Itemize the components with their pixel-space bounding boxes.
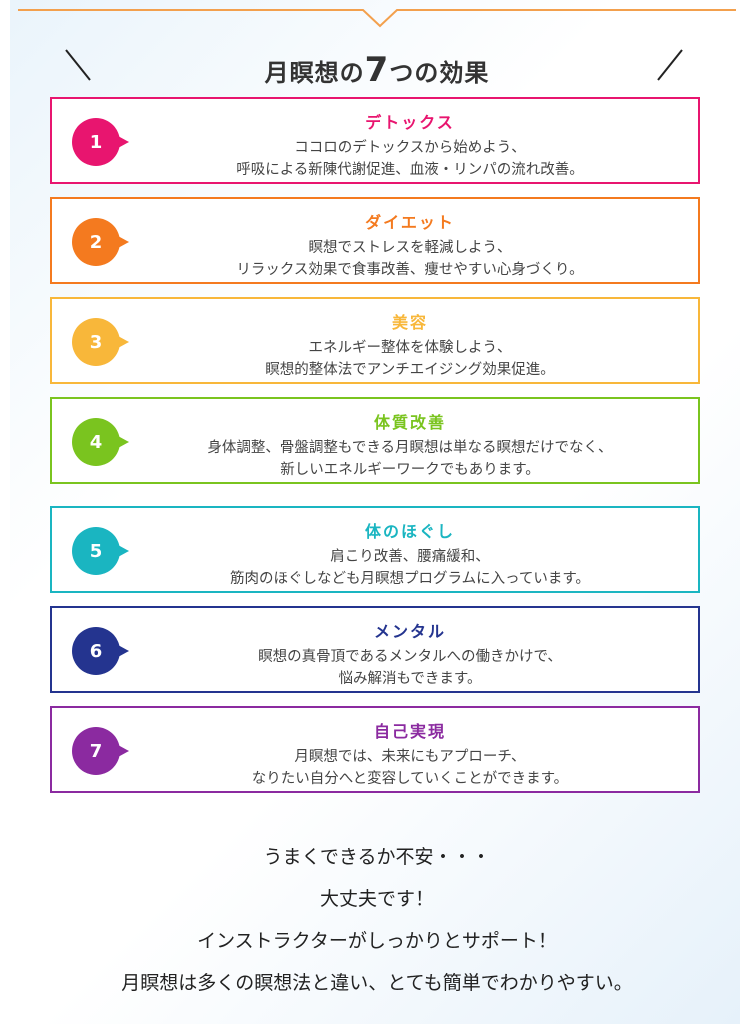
- reassurance-message: うまくできるか不安・・・ 大丈夫です！ インストラクターがしっかりとサポート！ …: [0, 836, 754, 1004]
- number-badge: 4: [72, 418, 129, 466]
- number-badge: 3: [72, 318, 129, 366]
- effect-title: 体質改善: [373, 413, 446, 432]
- right-slash-decoration: [657, 49, 683, 81]
- effect-card-diet: 2 ダイエット 瞑想でストレスを軽減しよう、 リラックス効果で食事改善、痩せやす…: [50, 197, 700, 284]
- effect-title: 体のほぐし: [364, 522, 455, 541]
- badge-number: 7: [89, 740, 103, 762]
- effect-description-line-2: 新しいエネルギーワークでもあります。: [280, 462, 540, 478]
- number-badge: 2: [72, 218, 129, 266]
- effect-description-line-1: エネルギー整体を体験しよう、: [308, 340, 512, 356]
- effect-description-line-1: 瞑想でストレスを軽減しよう、: [308, 240, 512, 256]
- number-badge: 7: [72, 727, 129, 775]
- effect-description-line-1: 月瞑想では、未来にもアプローチ、: [294, 749, 526, 765]
- effect-description-line-2: 呼吸による新陳代謝促進、血液・リンパの流れ改善。: [236, 162, 584, 178]
- effect-card-detox: 1 デトックス ココロのデトックスから始めよう、 呼吸による新陳代謝促進、血液・…: [50, 97, 700, 184]
- effect-description-line-2: 瞑想的整体法でアンチエイジング効果促進。: [265, 362, 555, 378]
- title-suffix: つの効果: [389, 59, 490, 87]
- badge-number: 1: [89, 131, 103, 153]
- top-divider-chevron: [18, 9, 736, 28]
- number-badge: 6: [72, 627, 129, 675]
- badge-number: 3: [89, 331, 103, 353]
- reassurance-line-1: うまくできるか不安・・・: [263, 846, 491, 868]
- effect-card-constitution: 4 体質改善 身体調整、骨盤調整もできる月瞑想は単なる瞑想だけでなく、 新しいエ…: [50, 397, 700, 484]
- page-title: 月瞑想の7つの効果: [0, 50, 754, 90]
- effect-description-line-1: 瞑想の真骨頂であるメンタルへの働きかけで、: [258, 649, 562, 665]
- effect-title: 美容: [391, 313, 428, 332]
- left-slash-decoration: [65, 49, 91, 81]
- effect-title: メンタル: [373, 622, 446, 641]
- title-prefix: 月瞑想の: [264, 59, 365, 87]
- section-header: 月瞑想の7つの効果: [0, 40, 754, 100]
- effect-description-line-2: 筋肉のほぐしなども月瞑想プログラムに入っています。: [230, 571, 590, 587]
- badge-number: 6: [89, 640, 103, 662]
- effect-title: デトックス: [365, 113, 455, 132]
- reassurance-line-3: インストラクターがしっかりとサポート！: [197, 930, 557, 952]
- effect-description-line-2: リラックス効果で食事改善、痩せやすい心身づくり。: [236, 262, 584, 278]
- effect-description-line-2: なりたい自分へと変容していくことができます。: [251, 771, 569, 787]
- effect-description-line-1: 肩こり改善、腰痛緩和、: [330, 549, 490, 565]
- effect-card-beauty: 3 美容 エネルギー整体を体験しよう、 瞑想的整体法でアンチエイジング効果促進。: [50, 297, 700, 384]
- title-number: 7: [364, 50, 390, 90]
- effect-title: ダイエット: [365, 213, 455, 232]
- effect-card-mental: 6 メンタル 瞑想の真骨頂であるメンタルへの働きかけで、 悩み解消もできます。: [50, 606, 700, 693]
- effect-description-line-1: ココロのデトックスから始めよう、: [294, 140, 526, 156]
- number-badge: 5: [72, 527, 129, 575]
- effect-card-self-realization: 7 自己実現 月瞑想では、未来にもアプローチ、 なりたい自分へと変容していくこと…: [50, 706, 700, 793]
- badge-number: 5: [89, 540, 103, 562]
- badge-number: 2: [89, 231, 103, 253]
- number-badge: 1: [72, 118, 129, 166]
- badge-number: 4: [89, 431, 103, 453]
- reassurance-line-4: 月瞑想は多くの瞑想法と違い、とても簡単でわかりやすい。: [121, 972, 633, 994]
- reassurance-line-2: 大丈夫です！: [319, 888, 434, 910]
- effect-title: 自己実現: [373, 722, 446, 741]
- effect-description-line-2: 悩み解消もできます。: [338, 671, 482, 687]
- effect-description-line-1: 身体調整、骨盤調整もできる月瞑想は単なる瞑想だけでなく、: [207, 440, 613, 456]
- effect-card-body-relax: 5 体のほぐし 肩こり改善、腰痛緩和、 筋肉のほぐしなども月瞑想プログラムに入っ…: [50, 506, 700, 593]
